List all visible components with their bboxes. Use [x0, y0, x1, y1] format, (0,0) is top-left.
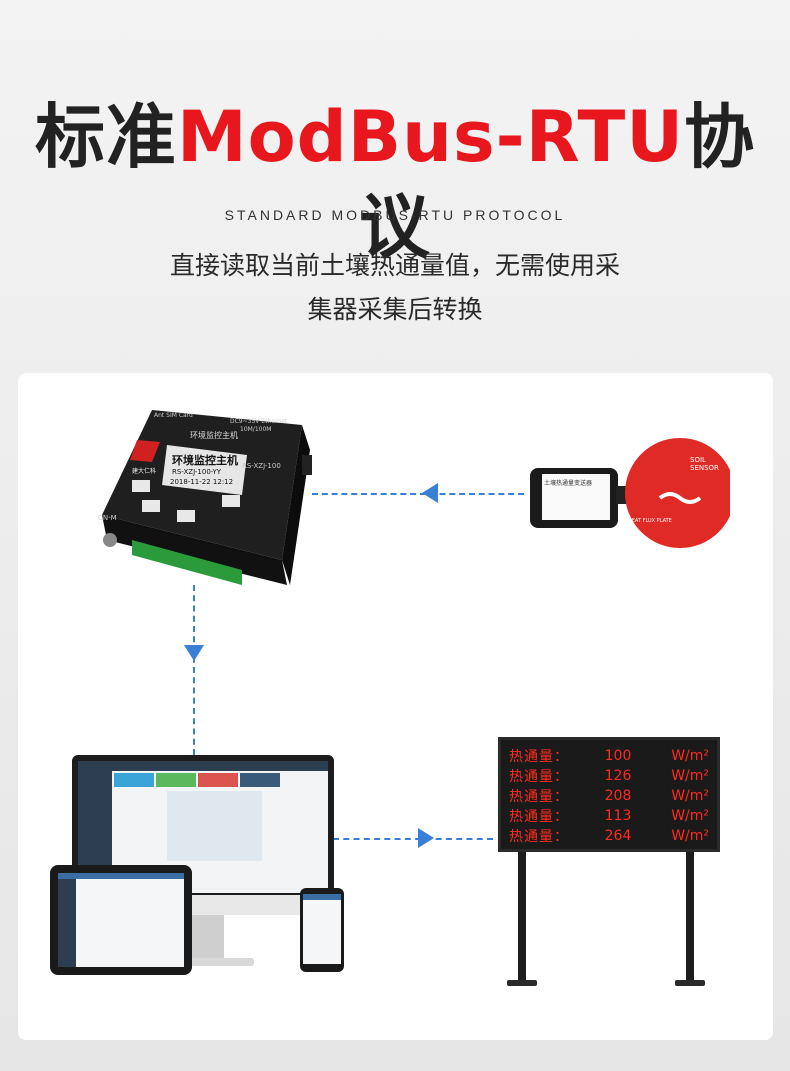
led-board-foot-right: [675, 980, 705, 986]
led-board-leg-left: [518, 852, 526, 982]
title-highlight: ModBus-RTU: [176, 96, 685, 178]
connector-sensor-host: [312, 493, 524, 495]
connector-host-computer: [193, 585, 195, 755]
page-title: 标准ModBus-RTU协议: [34, 96, 756, 268]
phone-device: [300, 888, 344, 972]
connector-computer-led: [333, 838, 493, 840]
host-controller: Ant SIM Card DC9~35V Ethernet 10M/100M 环…: [98, 410, 312, 590]
arrow-down-icon: [184, 645, 204, 661]
arrow-right-icon: [418, 828, 434, 848]
subtitle-english: STANDARD MODBUS-RTU PROTOCOL: [224, 207, 566, 223]
led-board-foot-left: [507, 980, 537, 986]
led-board-leg-right: [686, 852, 694, 982]
heat-flux-sensor: 土壤热通量变送器 SOIL SENSOR HEAT FLUX PLATE: [530, 438, 735, 548]
tablet-device: [50, 865, 192, 975]
arrow-left-icon: [422, 483, 438, 503]
description: 直接读取当前土壤热通量值，无需使用采 集器采集后转换: [169, 251, 620, 324]
